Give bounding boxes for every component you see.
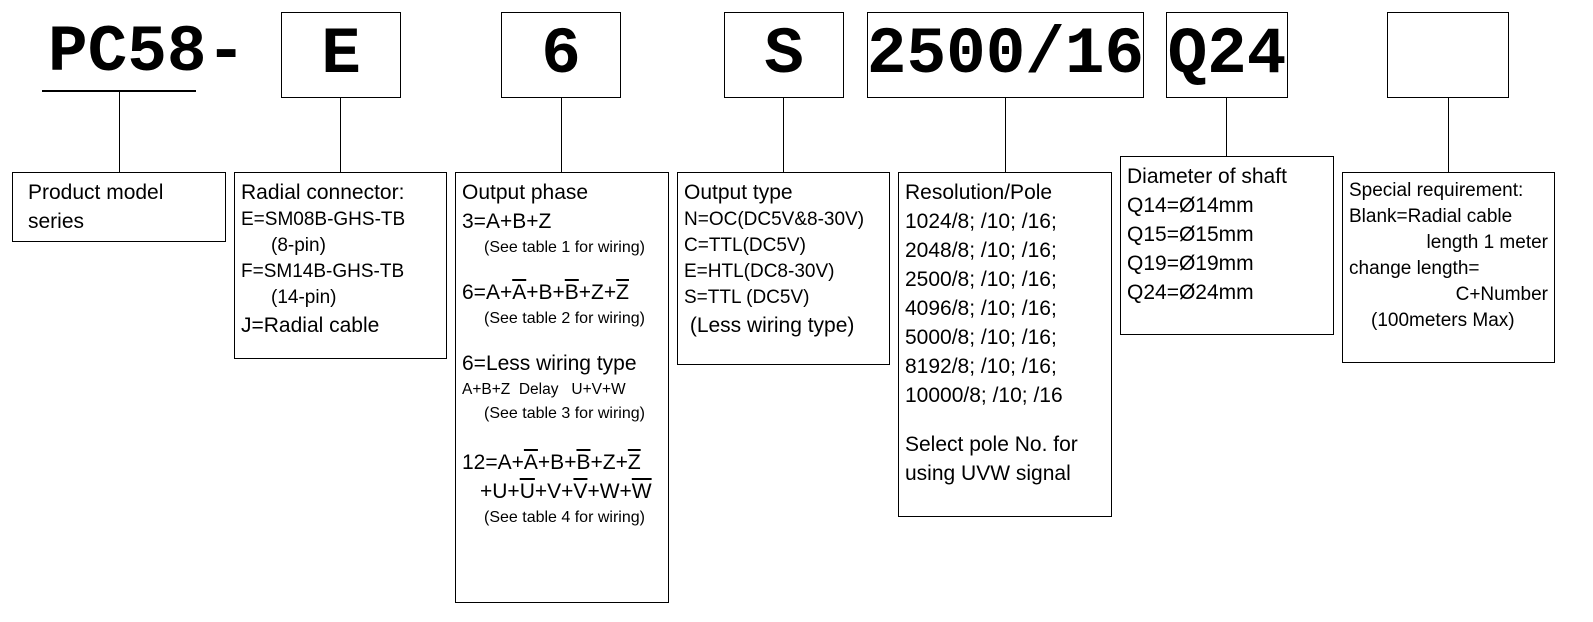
phase-option-12-cont: +U+U+V+V+W+W — [480, 480, 652, 503]
shaft-option: Q15=Ø15mm — [1127, 223, 1254, 246]
prefix-underline — [42, 90, 196, 92]
special-line-2: length 1 meter — [1426, 232, 1548, 253]
resolution-option: 1024/8; /10; /16; — [905, 210, 1057, 233]
connector-option-e: E=SM08B-GHS-TB — [241, 209, 406, 230]
code-special — [1387, 12, 1509, 98]
connector-line-shaft — [1226, 98, 1227, 156]
special-line-1: Blank=Radial cable — [1349, 206, 1513, 227]
phase-option-12: 12=A+A+B+B+Z+Z — [462, 451, 641, 474]
connector-line-resolution — [1005, 98, 1006, 172]
phase-note-3: (See table 3 for wiring) — [484, 405, 645, 422]
resolution-option: 4096/8; /10; /16; — [905, 297, 1057, 320]
resolution-option: 2500/8; /10; /16; — [905, 268, 1057, 291]
output-type-e: E=HTL(DC8-30V) — [684, 261, 835, 282]
connector-line-special — [1448, 98, 1449, 172]
output-type-c: C=TTL(DC5V) — [684, 235, 806, 256]
code-connector: E — [281, 12, 401, 98]
output-type-n: N=OC(DC5V&8-30V) — [684, 209, 865, 230]
resolution-option: 2048/8; /10; /16; — [905, 239, 1057, 262]
connector-line-connector — [340, 98, 341, 172]
series-line-2: series — [28, 210, 85, 233]
phase-less-detail: A+B+Z Delay U+V+W — [462, 381, 626, 398]
special-title: Special requirement: — [1349, 180, 1524, 201]
phase-box: Output phase 3=A+B+Z (See table 1 for wi… — [455, 172, 669, 603]
code-resolution: 2500/16 — [867, 12, 1144, 98]
connector-line-output-type — [783, 98, 784, 172]
special-line-4: C+Number — [1455, 284, 1548, 305]
shaft-box: Diameter of shaft Q14=Ø14mm Q15=Ø15mm Q1… — [1120, 156, 1334, 335]
connector-box: Radial connector: E=SM08B-GHS-TB (8-pin)… — [234, 172, 447, 359]
phase-option-3: 3=A+B+Z — [462, 210, 552, 233]
connector-option-f: F=SM14B-GHS-TB — [241, 261, 405, 282]
connector-line-phase — [561, 98, 562, 172]
shaft-title: Diameter of shaft — [1127, 165, 1287, 188]
connector-title: Radial connector: — [241, 181, 405, 204]
code-shaft: Q24 — [1166, 12, 1288, 98]
shaft-option: Q14=Ø14mm — [1127, 194, 1254, 217]
connector-option-e-pins: (8-pin) — [271, 235, 326, 256]
phase-note-1: (See table 1 for wiring) — [484, 239, 645, 256]
output-type-box: Output type N=OC(DC5V&8-30V) C=TTL(DC5V)… — [677, 172, 890, 365]
special-line-3: change length= — [1349, 258, 1480, 279]
phase-option-less: 6=Less wiring type — [462, 352, 637, 375]
resolution-box: Resolution/Pole 1024/8; /10; /16; 2048/8… — [898, 172, 1112, 517]
output-type-s: S=TTL (DC5V) — [684, 287, 810, 308]
resolution-title: Resolution/Pole — [905, 181, 1053, 204]
model-prefix: PC58- — [48, 15, 247, 90]
connector-option-f-pins: (14-pin) — [271, 287, 337, 308]
phase-option-6: 6=A+A+B+B+Z+Z — [462, 281, 629, 304]
phase-note-2: (See table 2 for wiring) — [484, 310, 645, 327]
code-output-type: S — [724, 12, 844, 98]
connector-line-series — [119, 92, 120, 172]
series-line-1: Product model — [28, 181, 164, 204]
shaft-option: Q24=Ø24mm — [1127, 281, 1254, 304]
resolution-option: 8192/8; /10; /16; — [905, 355, 1057, 378]
output-type-less: (Less wiring type) — [684, 314, 855, 337]
code-output-phase: 6 — [501, 12, 621, 98]
series-box: Product model series — [12, 172, 226, 242]
output-type-title: Output type — [684, 181, 793, 204]
phase-title: Output phase — [462, 181, 589, 204]
resolution-note-1: Select pole No. for — [905, 433, 1078, 456]
resolution-option: 10000/8; /10; /16 — [905, 384, 1063, 407]
resolution-option: 5000/8; /10; /16; — [905, 326, 1057, 349]
special-line-5: (100meters Max) — [1371, 310, 1515, 331]
shaft-option: Q19=Ø19mm — [1127, 252, 1254, 275]
connector-option-j: J=Radial cable — [241, 314, 380, 337]
phase-note-4: (See table 4 for wiring) — [484, 509, 645, 526]
special-box: Special requirement: Blank=Radial cable … — [1342, 172, 1555, 363]
resolution-note-2: using UVW signal — [905, 462, 1071, 485]
